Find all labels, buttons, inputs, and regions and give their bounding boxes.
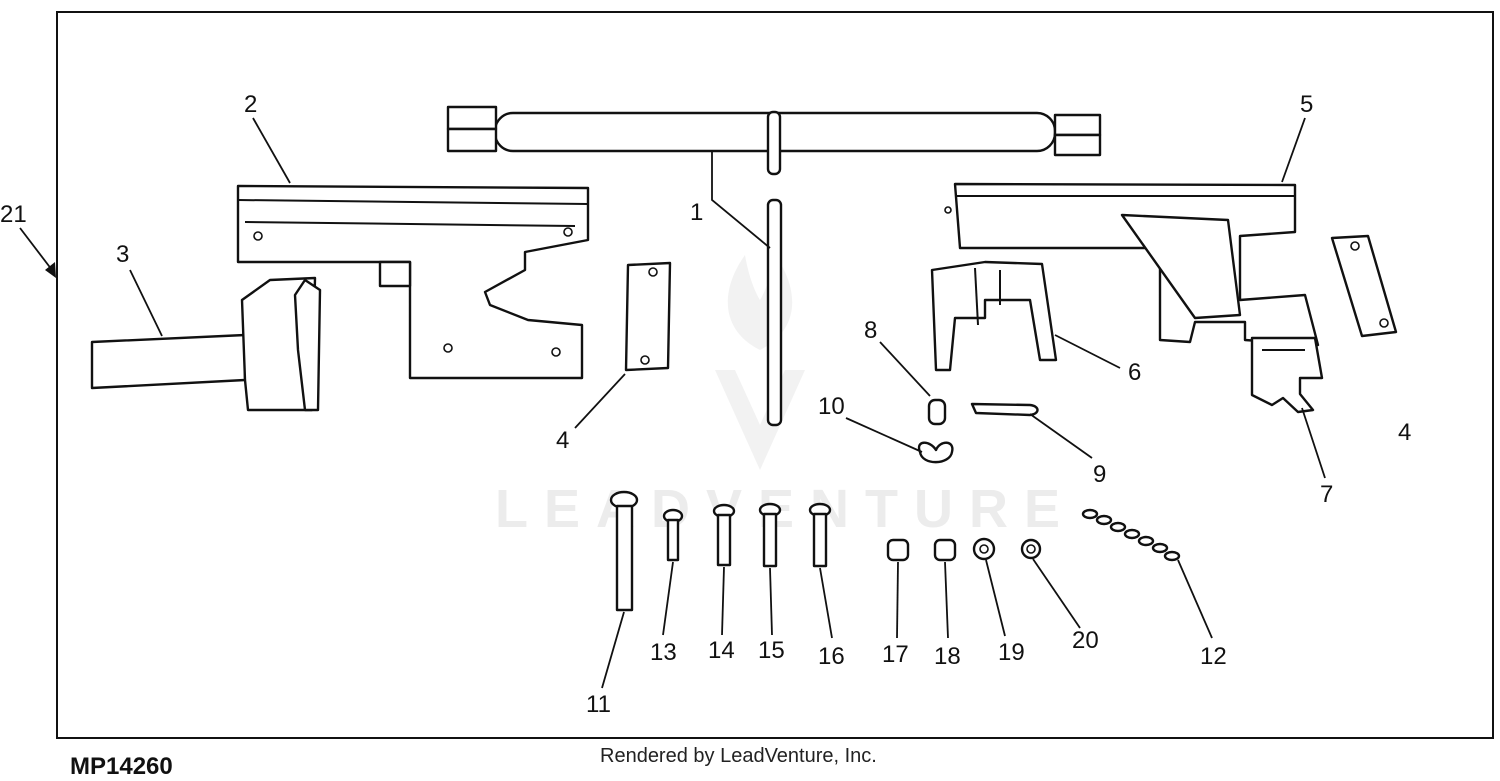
part-5-right-bracket — [944, 182, 1320, 347]
part-3-lift-arm — [90, 276, 322, 412]
callout-1: 1 — [690, 199, 703, 226]
callout-3: 3 — [116, 241, 129, 268]
part-2-left-bracket — [236, 184, 590, 380]
callout-18: 18 — [934, 643, 961, 670]
part-15-bolt — [758, 502, 782, 568]
callout-21: 21 — [0, 201, 27, 228]
render-credit: Rendered by LeadVenture, Inc. — [600, 745, 877, 767]
callout-20: 20 — [1072, 627, 1099, 654]
callout-9: 9 — [1093, 461, 1106, 488]
watermark-logo — [715, 255, 805, 470]
leader-lines — [19, 117, 1326, 689]
callout-5: 5 — [1300, 91, 1313, 118]
part-4-right-strap — [1330, 234, 1398, 338]
part-16-bolt — [808, 502, 832, 568]
part-13-bolt — [662, 508, 684, 562]
part-1-shaft — [446, 105, 1102, 427]
part-17-nut — [886, 538, 910, 562]
part-18-nut — [933, 538, 957, 562]
part-19-washer — [972, 537, 996, 561]
callout-6: 6 — [1128, 359, 1141, 386]
callout-13: 13 — [650, 639, 677, 666]
callout-7: 7 — [1320, 481, 1333, 508]
callout-16: 16 — [818, 643, 845, 670]
part-4-left-strap — [624, 261, 672, 372]
diagram-id-label: MP14260 — [70, 753, 173, 780]
part-12-chain — [1081, 508, 1181, 562]
callout-19: 19 — [998, 639, 1025, 666]
part-11-long-bolt — [609, 490, 639, 612]
callout-2: 2 — [244, 91, 257, 118]
part-7-hook-plate — [1250, 336, 1324, 414]
callout-8: 8 — [864, 317, 877, 344]
part-6-u-bracket — [930, 260, 1058, 372]
callout-17: 17 — [882, 641, 909, 668]
callout-4-right: 4 — [1398, 419, 1411, 446]
callout-15: 15 — [758, 637, 785, 664]
watermark-text: LEADVENTURE — [495, 479, 1076, 539]
callout-14: 14 — [708, 637, 735, 664]
callout-11: 11 — [586, 691, 611, 718]
part-9-cotter-pin — [970, 402, 1039, 417]
part-14-bolt — [712, 503, 736, 567]
part-10-wing-nut — [917, 441, 954, 464]
part-20-washer — [1020, 538, 1042, 560]
callout-4-left: 4 — [556, 427, 569, 454]
part-8-bushing — [927, 398, 947, 426]
callout-12: 12 — [1200, 643, 1227, 670]
diagram-frame — [56, 11, 1494, 739]
callout-10: 10 — [818, 393, 845, 420]
